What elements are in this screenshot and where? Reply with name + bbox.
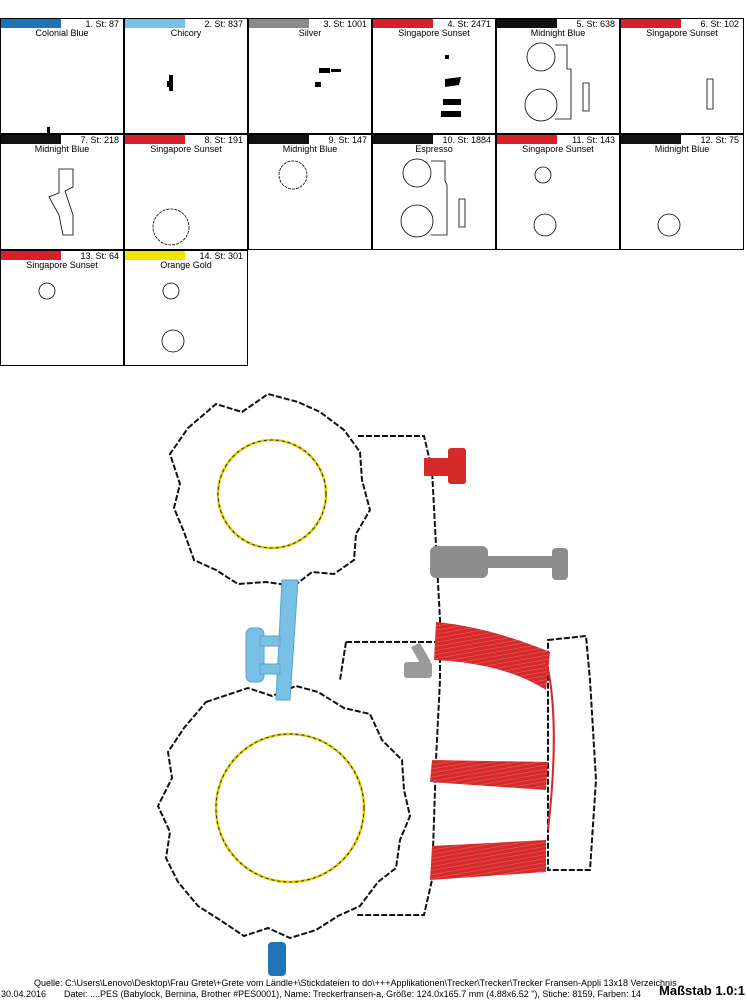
- color-preview: [167, 75, 173, 91]
- color-preview: [47, 127, 50, 133]
- stitch-count: 6. St: 102: [700, 19, 739, 29]
- color-cell-6[interactable]: 6. St: 102 Singapore Sunset: [620, 18, 744, 134]
- color-preview: [152, 208, 190, 246]
- stitch-count: 14. St: 301: [199, 251, 243, 261]
- stitch-count: 9. St: 147: [328, 135, 367, 145]
- color-cell-12[interactable]: 12. St: 75 Midnight Blue: [620, 134, 744, 250]
- color-cell-11[interactable]: 11. St: 143 Singapore Sunset: [496, 134, 620, 250]
- blue-tip-icon: [268, 942, 286, 976]
- color-cell-9[interactable]: 9. St: 147 Midnight Blue: [248, 134, 372, 250]
- file-details: Datei: ....PES (Babylock, Bernina, Broth…: [64, 989, 641, 999]
- color-cell-1[interactable]: 1. St: 87 Colonial Blue: [0, 18, 124, 134]
- thread-name: Espresso: [415, 144, 453, 154]
- red-fringe-strips: [430, 622, 555, 880]
- color-preview: [524, 42, 590, 122]
- color-cell-3[interactable]: 3. St: 1001 Silver: [248, 18, 372, 134]
- stitch-count: 13. St: 64: [80, 251, 119, 261]
- stitch-count: 1. St: 87: [85, 19, 119, 29]
- thread-name: Orange Gold: [160, 260, 212, 270]
- color-bar: [125, 251, 185, 260]
- color-bar: [249, 135, 309, 144]
- color-cell-2[interactable]: 2. St: 837 Chicory: [124, 18, 248, 134]
- thread-name: Silver: [298, 28, 322, 38]
- color-bar: [125, 135, 185, 144]
- color-preview: [657, 213, 681, 237]
- color-bar: [373, 19, 433, 28]
- stitch-count: 2. St: 837: [204, 19, 243, 29]
- color-preview: [315, 68, 341, 87]
- color-cell-5[interactable]: 5. St: 638 Midnight Blue: [496, 18, 620, 134]
- axle-bracket-icon: [245, 579, 299, 701]
- thread-name: Midnight Blue: [654, 144, 710, 154]
- stitch-count: 12. St: 75: [700, 135, 739, 145]
- lower-gear-icon: [156, 684, 412, 940]
- stitch-count: 4. St: 2471: [447, 19, 491, 29]
- thread-name: Midnight Blue: [34, 144, 90, 154]
- stitch-count: 7. St: 218: [80, 135, 119, 145]
- exhaust-cap-icon: [424, 448, 466, 484]
- thread-name: Midnight Blue: [530, 28, 586, 38]
- color-bar: [373, 135, 433, 144]
- thread-name: Colonial Blue: [35, 28, 89, 38]
- color-bar: [621, 135, 681, 144]
- stitch-count: 11. St: 143: [572, 135, 615, 145]
- color-preview: [533, 166, 557, 237]
- color-cell-4[interactable]: 4. St: 2471 Singapore Sunset: [372, 18, 496, 134]
- color-bar: [497, 135, 557, 144]
- color-bar: [125, 19, 185, 28]
- steering-handle-icon: [404, 546, 568, 678]
- color-bar: [497, 19, 557, 28]
- upper-gear-icon: [168, 392, 372, 588]
- stitch-count: 8. St: 191: [204, 135, 243, 145]
- stitch-count: 10. St: 1884: [442, 135, 491, 145]
- color-preview: [48, 168, 74, 236]
- color-bar: [1, 251, 61, 260]
- thread-name: Chicory: [170, 28, 202, 38]
- thread-name: Singapore Sunset: [26, 260, 98, 270]
- tractor-body-icon: [339, 435, 598, 916]
- color-preview: [400, 158, 466, 238]
- stitch-count: 3. St: 1001: [323, 19, 367, 29]
- thread-name: Singapore Sunset: [522, 144, 594, 154]
- color-bar: [249, 19, 309, 28]
- thread-name: Singapore Sunset: [646, 28, 718, 38]
- color-bar: [1, 19, 61, 28]
- color-preview: [441, 55, 461, 117]
- design-preview: [156, 392, 598, 976]
- thread-name: Midnight Blue: [282, 144, 338, 154]
- color-bar: [1, 135, 61, 144]
- source-path: Quelle: C:\Users\Lenovo\Desktop\Frau Gre…: [34, 978, 677, 988]
- thread-name: Singapore Sunset: [398, 28, 470, 38]
- color-cell-14[interactable]: 14. St: 301 Orange Gold: [124, 250, 248, 366]
- color-preview: [161, 282, 185, 353]
- color-cell-13[interactable]: 13. St: 64 Singapore Sunset: [0, 250, 124, 366]
- color-cell-10[interactable]: 10. St: 1884 Espresso: [372, 134, 496, 250]
- color-preview: [278, 160, 308, 190]
- scale-label: Maßstab 1.0:1: [659, 983, 745, 998]
- color-cell-8[interactable]: 8. St: 191 Singapore Sunset: [124, 134, 248, 250]
- color-preview: [38, 282, 56, 300]
- date-text: 30.04.2016: [1, 989, 47, 999]
- color-bar: [621, 19, 681, 28]
- color-preview: [706, 78, 714, 110]
- thread-name: Singapore Sunset: [150, 144, 222, 154]
- stitch-count: 5. St: 638: [576, 19, 615, 29]
- color-cell-7[interactable]: 7. St: 218 Midnight Blue: [0, 134, 124, 250]
